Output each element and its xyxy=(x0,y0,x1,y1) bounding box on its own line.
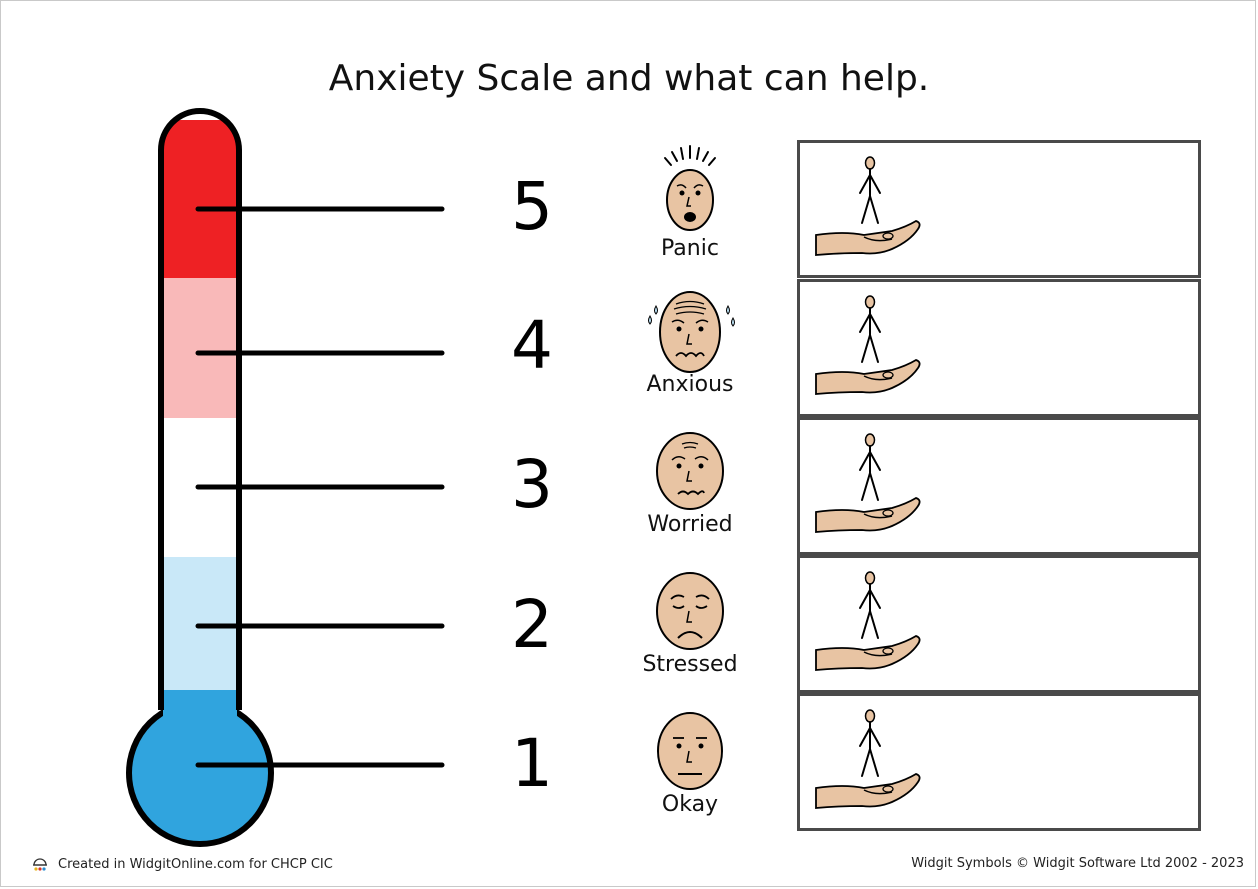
level-label-anxious: Anxious xyxy=(646,372,734,397)
thermometer xyxy=(126,108,445,847)
level-okay: Okay xyxy=(630,706,750,817)
thermometer-band-4 xyxy=(162,278,238,418)
worried-face-icon xyxy=(656,432,724,510)
person-on-hand-help-icon xyxy=(815,571,921,671)
level-worried: Worried xyxy=(630,426,750,537)
help-box-3[interactable] xyxy=(797,417,1201,555)
level-panic: Panic xyxy=(630,142,750,261)
widgit-logo-icon xyxy=(33,858,47,871)
level-number-3: 3 xyxy=(511,446,553,523)
panic-face-icon xyxy=(664,145,716,231)
person-on-hand-help-icon xyxy=(815,295,921,395)
help-box-5[interactable] xyxy=(797,140,1201,278)
level-label-okay: Okay xyxy=(661,792,719,817)
help-box-4[interactable] xyxy=(797,279,1201,417)
anxious-face-icon xyxy=(648,291,735,373)
okay-face-icon xyxy=(657,712,723,790)
level-label-panic: Panic xyxy=(661,236,719,261)
page-title: Anxiety Scale and what can help. xyxy=(328,58,930,99)
footer-created-text: Created in WidgitOnline.com for CHCP CIC xyxy=(58,856,333,872)
footer-left: Created in WidgitOnline.com for CHCP CIC xyxy=(32,856,333,872)
level-number-4: 4 xyxy=(511,307,553,384)
level-number-1: 1 xyxy=(511,725,553,802)
level-stressed: Stressed xyxy=(630,566,750,677)
help-box-2[interactable] xyxy=(797,555,1201,693)
thermometer-band-5 xyxy=(162,120,238,278)
footer-copyright: Widgit Symbols © Widgit Software Ltd 200… xyxy=(911,856,1244,871)
level-number-5: 5 xyxy=(511,168,553,245)
level-number-2: 2 xyxy=(511,586,553,663)
stressed-face-icon xyxy=(656,572,724,650)
person-on-hand-help-icon xyxy=(815,433,921,533)
help-box-1[interactable] xyxy=(797,693,1201,831)
level-anxious: Anxious xyxy=(630,284,750,397)
person-on-hand-help-icon xyxy=(815,709,921,809)
level-label-stressed: Stressed xyxy=(642,652,738,677)
level-label-worried: Worried xyxy=(647,512,733,537)
person-on-hand-help-icon xyxy=(815,156,921,256)
